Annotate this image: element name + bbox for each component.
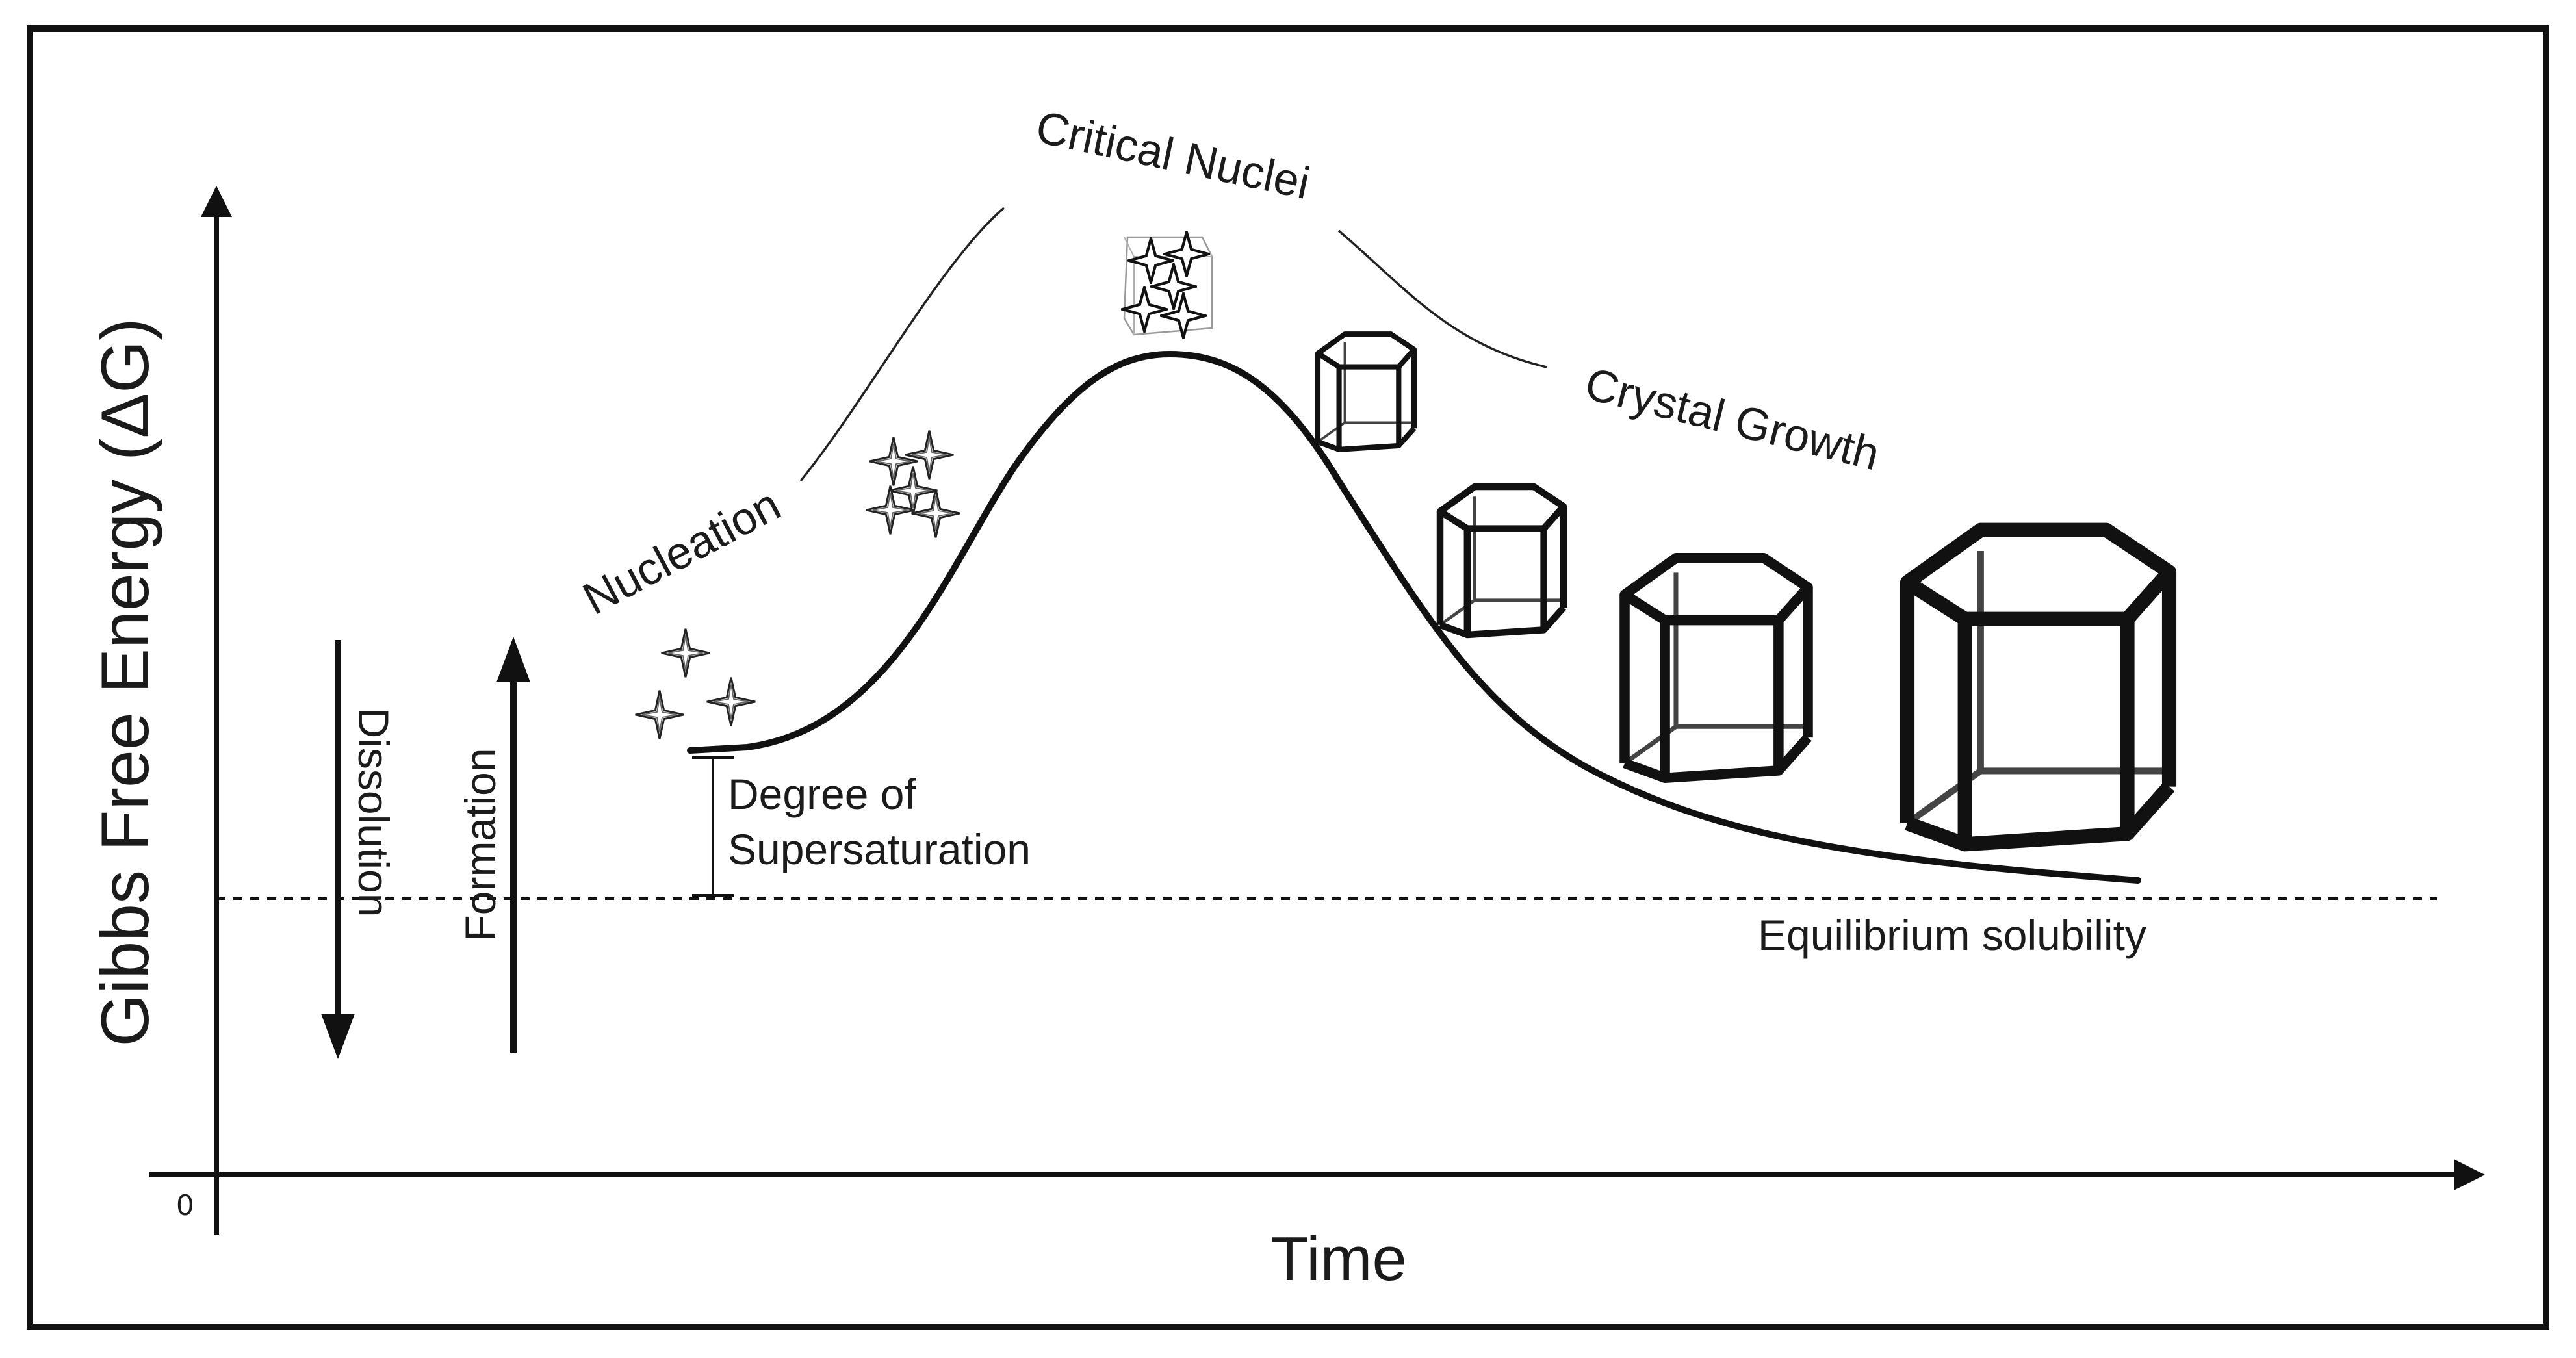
star-nucleus-icon: [634, 689, 685, 740]
star-nucleus-icon: [1122, 287, 1166, 331]
supersaturation-bracket: [692, 756, 734, 897]
hexagonal-prism-crystal-icon: [1907, 530, 2169, 845]
hexagonal-prism-crystal-icon: [1440, 487, 1564, 635]
y-axis-title: Gibbs Free Energy (ΔG): [88, 318, 163, 1046]
figure-frame: [27, 25, 2549, 1330]
nucleation-stars: [634, 628, 756, 740]
formation-arrow: [496, 637, 530, 1053]
arrow-up-icon: [496, 637, 530, 682]
dissolution-arrow: [321, 640, 355, 1059]
stage-curve: [799, 207, 1005, 482]
energy-curve: [687, 350, 2141, 884]
crystal-growth-label: Crystal Growth: [1580, 358, 1885, 480]
arrow-down-icon: [321, 1014, 355, 1059]
star-cluster: [865, 429, 961, 539]
origin-label: 0: [177, 1188, 194, 1222]
hexagonal-prism-crystal-icon: [1318, 334, 1414, 450]
critical-nuclei-label: Critical Nuclei: [1032, 101, 1315, 209]
stage-curve-right: [1337, 229, 1547, 368]
star-nucleus-icon: [706, 676, 756, 727]
supersaturation-label-line2: Supersaturation: [728, 825, 1031, 873]
hexagonal-prism-crystal-icon: [1625, 558, 1808, 778]
critical-nuclei-cluster: [1122, 232, 1213, 337]
formation-label: Formation: [456, 748, 504, 941]
equilibrium-label: Equilibrium solubility: [1758, 911, 2146, 959]
star-nucleus-icon: [910, 488, 961, 539]
star-nucleus-icon: [1129, 238, 1172, 282]
star-nucleus-icon: [660, 628, 711, 678]
nucleation-label: Nucleation: [574, 479, 788, 624]
x-axis-title: Time: [1270, 1224, 1407, 1294]
supersaturation-label-line1: Degree of: [728, 770, 917, 818]
dissolution-label: Dissolution: [350, 708, 398, 917]
